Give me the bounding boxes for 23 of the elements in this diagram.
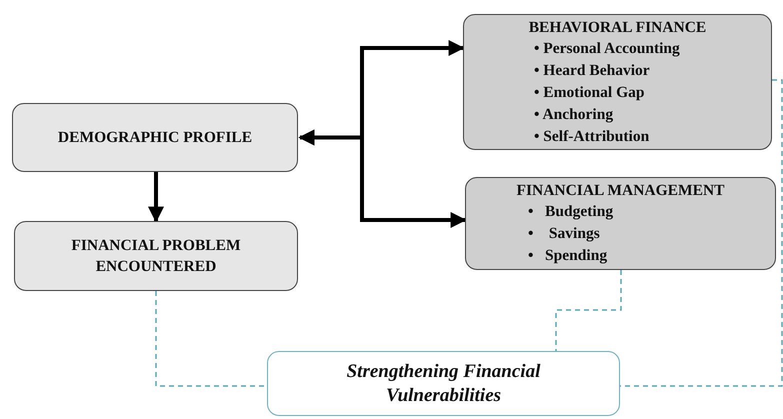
box-label: FINANCIAL PROBLEM ENCOUNTERED	[70, 236, 242, 277]
list-item: • Budgeting	[528, 202, 614, 222]
category-box	[465, 177, 776, 270]
list-item: • Self-Attribution	[534, 127, 650, 147]
category-box	[463, 14, 772, 150]
box-heading: FINANCIAL MANAGEMENT	[516, 181, 724, 201]
list-item: • Personal Accounting	[534, 39, 680, 59]
box-label: DEMOGRAPHIC PROFILE	[56, 128, 254, 148]
dashed-connector	[155, 291, 267, 387]
arrow	[148, 172, 164, 223]
list-item: • Spending	[528, 246, 608, 266]
process-box	[12, 103, 298, 172]
process-box	[267, 351, 620, 416]
dashed-connector	[555, 270, 622, 351]
box-label: Strengthening Financial Vulnerabilities	[346, 360, 542, 408]
process-box	[14, 221, 298, 291]
list-item: • Heard Behavior	[534, 61, 651, 81]
dashed-connector	[620, 79, 783, 387]
list-item: • Anchoring	[534, 105, 614, 125]
arrow	[298, 130, 467, 228]
list-item: • Emotional Gap	[534, 83, 646, 103]
box-heading: BEHAVIORAL FINANCE	[528, 18, 706, 38]
list-item: • Savings	[528, 224, 601, 244]
